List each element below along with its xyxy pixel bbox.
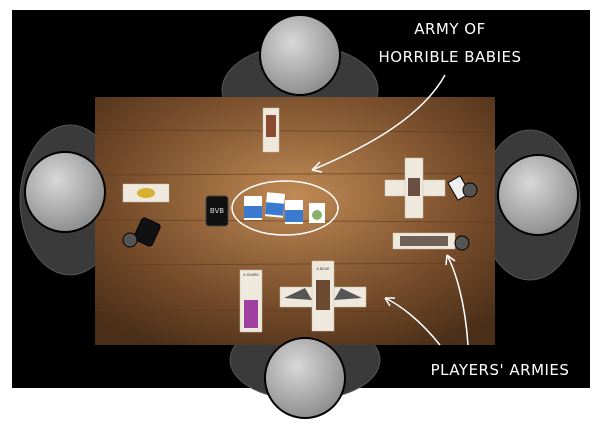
card-title-bear: A BEAR [317, 267, 331, 271]
bottom-player-army: A SHARK A BEAR [239, 260, 367, 333]
horrible-babies-cards[interactable] [244, 192, 325, 224]
player-hands [122, 175, 478, 251]
deck-label: BVB [210, 207, 224, 215]
players-armies-label: PLAYERS' ARMIES [431, 361, 570, 379]
army-label-line1: ARMY OF [414, 20, 486, 38]
right-player-army [384, 157, 456, 250]
army-label-line2: HORRIBLE BABIES [378, 48, 521, 66]
highlight-circle [231, 180, 339, 236]
top-player-army [262, 107, 280, 153]
left-player-army [122, 183, 170, 203]
card-title-shark: A SHARK [243, 273, 259, 277]
deck[interactable]: BVB [205, 195, 229, 227]
player-heads [24, 14, 579, 419]
annotation-arrows [311, 74, 469, 346]
